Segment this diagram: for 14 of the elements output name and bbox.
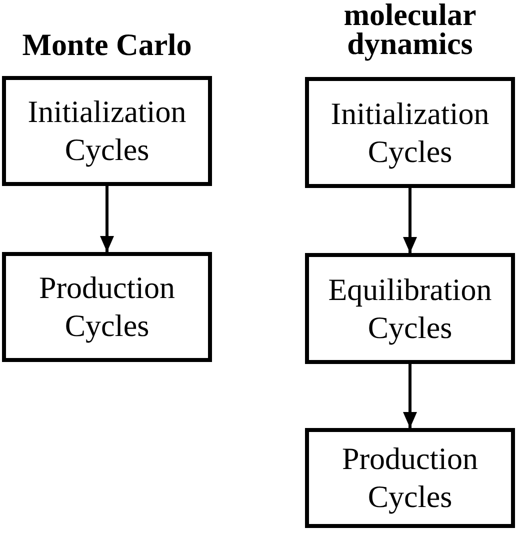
box-text: Initialization Cycles xyxy=(26,93,188,169)
process-box xyxy=(2,76,212,186)
arrow xyxy=(403,364,417,428)
box-text: Production Cycles xyxy=(340,440,480,516)
box-text: Equilibration Cycles xyxy=(327,270,493,346)
process-box xyxy=(305,253,515,364)
process-box xyxy=(305,428,515,528)
process-box xyxy=(305,77,515,188)
box-text: Initialization Cycles xyxy=(330,94,490,170)
arrow xyxy=(100,186,114,252)
box-text: Production Cycles xyxy=(38,269,176,345)
column-heading: Monte Carlo xyxy=(21,30,193,59)
arrow xyxy=(403,188,417,253)
process-box xyxy=(2,252,212,362)
